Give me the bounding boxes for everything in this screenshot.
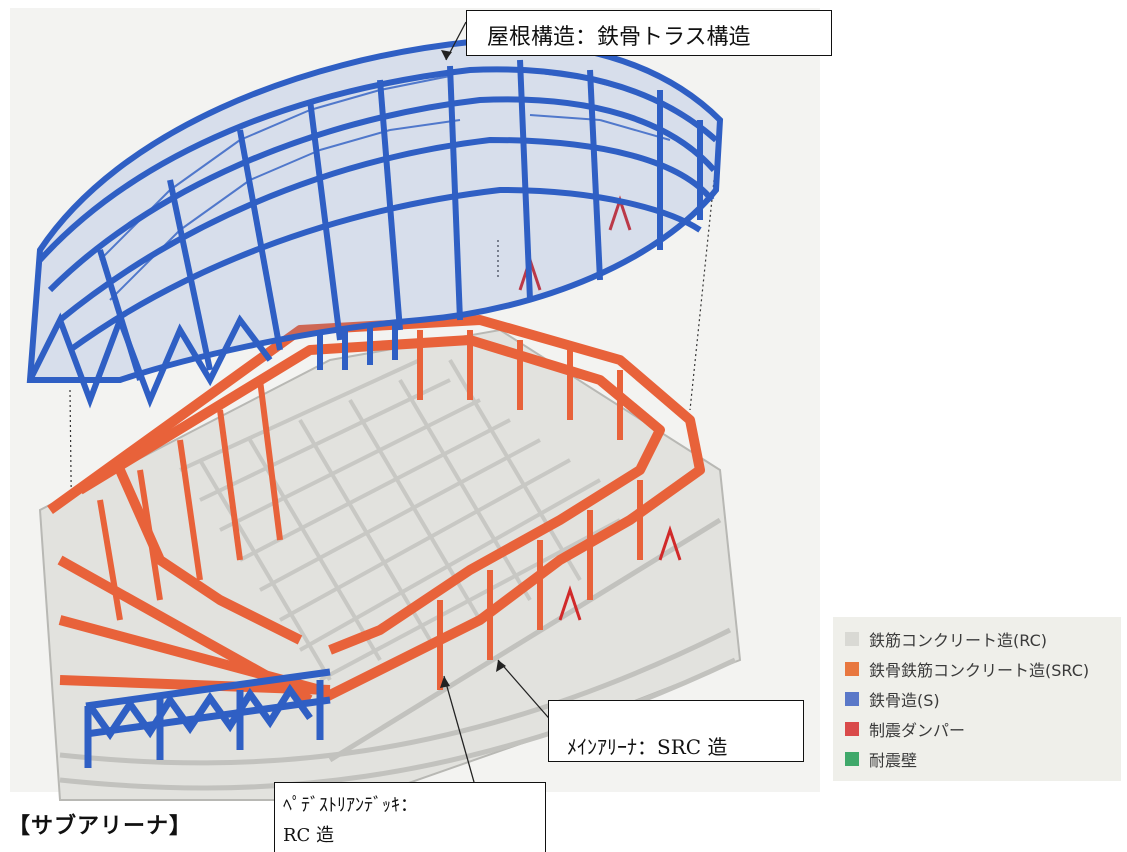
legend-swatch-steel [845,692,859,706]
pedestrian-deck-callout: ﾍﾟﾃﾞｽﾄﾘｱﾝﾃﾞｯｷ： RC 造 [274,782,546,852]
roof-callout-text: 屋根構造：鉄骨トラス構造 [487,25,751,50]
legend-item-damper: 制震ダンパー [845,715,965,743]
roof-steel-truss [26,38,724,409]
legend-swatch-damper [845,722,859,736]
legend-item-shear-wall: 耐震壁 [845,745,917,773]
legend-label-damper: 制震ダンパー [869,721,966,740]
structure-legend: 鉄筋コンクリート造(RC) 鉄骨鉄筋コンクリート造(SRC) 鉄骨造(S) 制震… [833,617,1121,781]
legend-label-steel: 鉄骨造(S) [869,691,940,710]
arena-floor-grid [179,358,621,682]
src-main-arena-frame [47,315,705,705]
legend-label-shear-wall: 耐震壁 [869,751,918,770]
main-arena-callout: ﾒｲﾝｱﾘｰﾅ：SRC 造 [548,700,804,762]
deck-callout-line2: RC 造 [283,825,335,846]
section-title: 【サブアリーナ】 [8,814,193,839]
legend-swatch-rc [845,632,859,646]
legend-item-src: 鉄骨鉄筋コンクリート造(SRC) [845,655,1089,683]
legend-item-rc: 鉄筋コンクリート造(RC) [845,625,1047,653]
legend-label-rc: 鉄筋コンクリート造(RC) [869,631,1047,650]
roof-callout: 屋根構造：鉄骨トラス構造 [466,10,832,56]
deck-callout-line1: ﾍﾟﾃﾞｽﾄﾘｱﾝﾃﾞｯｷ： [283,795,418,816]
legend-swatch-shear-wall [845,752,859,766]
pedestrian-deck-steel [84,668,331,768]
legend-item-steel: 鉄骨造(S) [845,685,940,713]
callout-arrowheads [440,50,506,688]
legend-label-src: 鉄骨鉄筋コンクリート造(SRC) [869,661,1090,680]
legend-swatch-src [845,662,859,676]
main-arena-callout-text: ﾒｲﾝｱﾘｰﾅ：SRC 造 [567,735,728,759]
